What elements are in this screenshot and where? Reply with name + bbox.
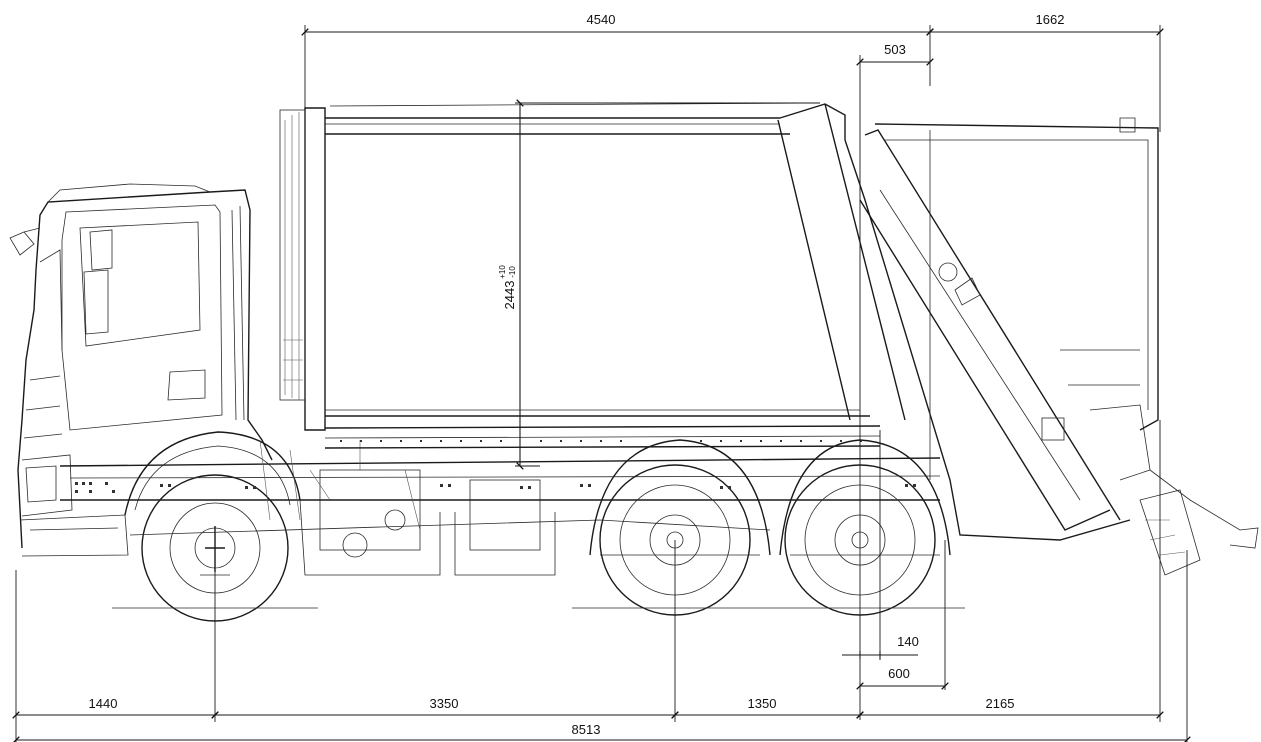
frame-rivet-pattern [75, 440, 916, 493]
dim-axle-to-frame-end: 600 [856, 666, 949, 690]
dim-rear-overhang-label: 2165 [986, 696, 1015, 711]
dim-body-length: 4540 [301, 12, 934, 36]
dim-body-height-tol-lower: -10 [508, 266, 517, 278]
rear-wheel-arches [589, 439, 951, 556]
dim-body-tailgate-offset: 503 [856, 42, 934, 66]
dim-front-overhang: 1440 [12, 696, 219, 719]
dim-axle-to-frame-end-label: 600 [888, 666, 910, 681]
dim-rear-axle-spacing-label: 1350 [748, 696, 777, 711]
tailgate [844, 117, 1259, 576]
dim-body-height: 2443 +10 -10 [498, 99, 820, 470]
dim-small-offset: 140 [842, 634, 919, 659]
dim-small-offset-label: 140 [897, 634, 919, 649]
dim-body-height-tol-upper: +10 [498, 265, 507, 279]
front-wheel-arch [124, 431, 301, 516]
dim-overall-length: 8513 [12, 722, 1191, 742]
cab [9, 183, 273, 557]
rear-axle-1-wheel [599, 464, 760, 616]
dim-wheelbase: 3350 [211, 696, 679, 719]
body-subframe [324, 425, 881, 449]
compactor-body [279, 102, 906, 431]
dim-front-overhang-label: 1440 [89, 696, 118, 711]
dim-rear-overhang: 2165 [856, 696, 1164, 719]
dim-overall-length-label: 8513 [572, 722, 601, 737]
dim-tailgate-length: 1662 [926, 12, 1164, 36]
dim-body-height-label: 2443 [502, 281, 517, 310]
extension-lines [15, 25, 1188, 742]
rear-axle-2-wheel [784, 464, 940, 616]
dim-body-length-label: 4540 [587, 12, 616, 27]
dim-tailgate-length-label: 1662 [1036, 12, 1065, 27]
chassis-frame [59, 439, 941, 576]
dim-wheelbase-label: 3350 [430, 696, 459, 711]
dim-rear-axle-spacing: 1350 [671, 696, 864, 719]
dim-body-tailgate-offset-label: 503 [884, 42, 906, 57]
